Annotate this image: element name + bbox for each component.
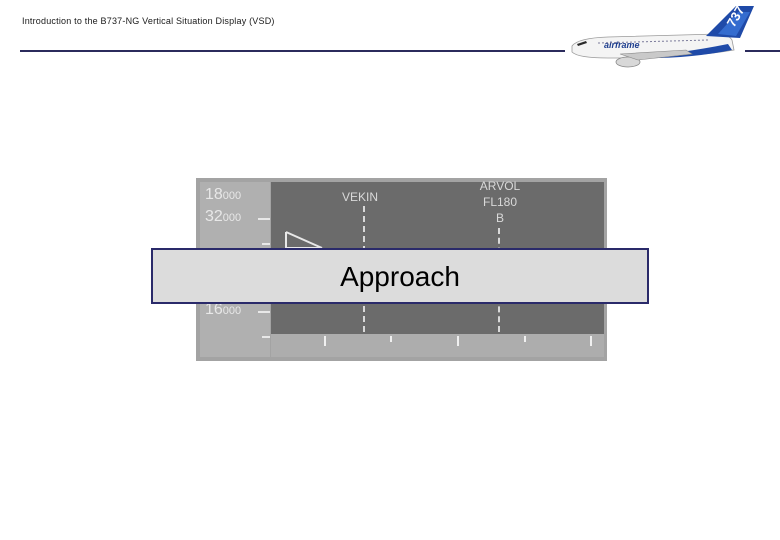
approach-banner: Approach: [151, 248, 649, 304]
altitude-label-upper: 32000: [205, 208, 242, 225]
altitude-tick: [262, 336, 270, 338]
logo-fuselage-text: airframe: [604, 40, 640, 50]
waypoint-name-arvol: ARVOL: [479, 179, 521, 193]
aircraft-symbol-icon: [285, 231, 323, 249]
waypoint-altitude-arvol: FL180: [482, 195, 518, 209]
slide-title: Introduction to the B737-NG Vertical Sit…: [22, 16, 275, 26]
distance-tick: [390, 336, 392, 342]
waypoint-label-vekin: VEKIN: [341, 190, 378, 204]
approach-label: Approach: [340, 261, 460, 292]
altitude-tick: [262, 243, 270, 245]
distance-tick: [590, 336, 592, 346]
distance-tick: [457, 336, 459, 346]
distance-tick: [324, 336, 326, 346]
waypoint-label-arvol: ARVOL FL180 B: [460, 178, 540, 226]
altitude-tick: [258, 218, 270, 220]
altitude-label-top: 18000: [205, 186, 242, 203]
waypoint-constraint-arvol: B: [495, 211, 504, 225]
header-divider: [20, 50, 565, 52]
vsd-distance-scale: [271, 334, 604, 357]
boeing-737-aircraft-image: 737 airframe: [571, 4, 754, 68]
header-divider-right: [745, 50, 780, 52]
distance-tick: [524, 336, 526, 342]
altitude-tick: [258, 311, 270, 313]
altitude-label-lower: 16000: [205, 301, 242, 318]
